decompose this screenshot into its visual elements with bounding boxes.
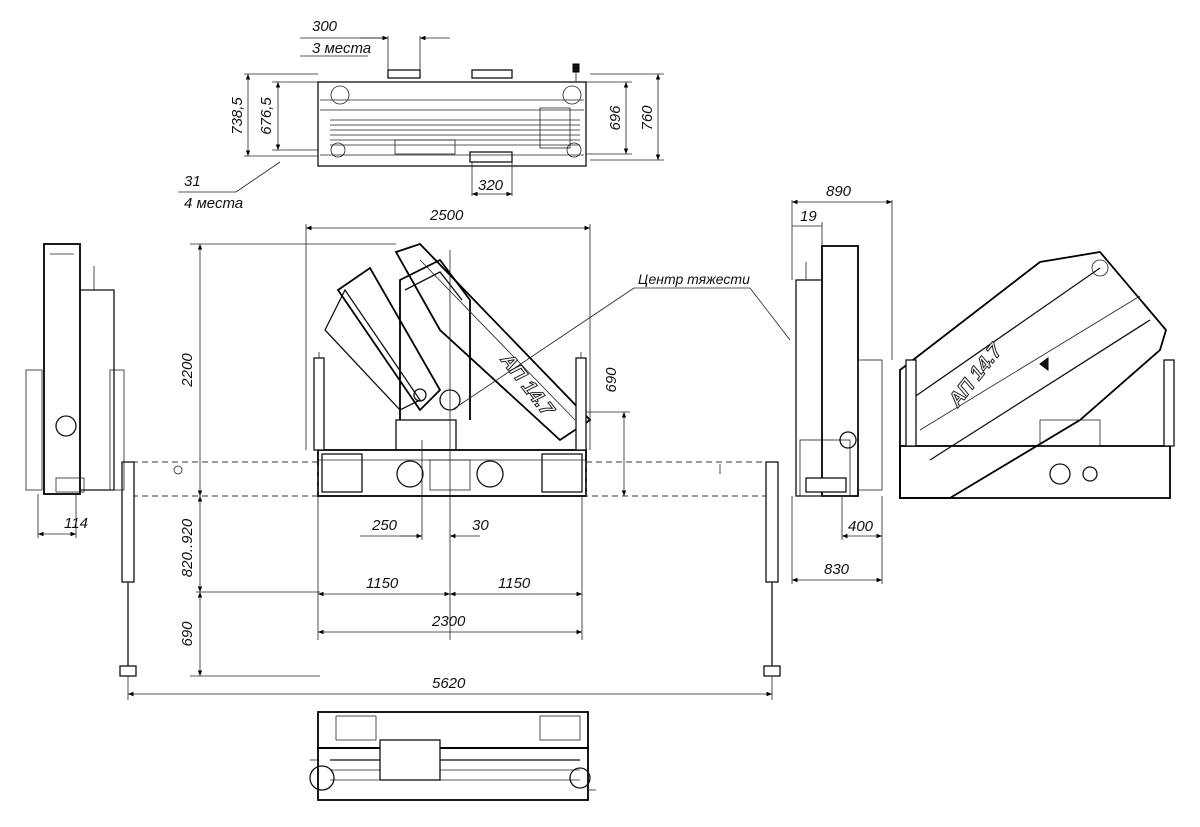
dim-760: 760 — [639, 105, 656, 131]
dim-4-places: 4 места — [184, 195, 243, 212]
dim-114: 114 — [64, 515, 88, 532]
dim-690-upper: 690 — [603, 367, 620, 393]
far-right-side-view: АП 14.7 — [899, 251, 1175, 499]
dim-31: 31 — [184, 173, 201, 190]
dim-1150-right: 1150 — [498, 575, 531, 592]
center-of-gravity-label: Центр тяжести — [638, 271, 750, 287]
dim-2500: 2500 — [429, 207, 464, 224]
dim-2200: 2200 — [179, 353, 196, 388]
dim-820-920: 820..920 — [179, 518, 196, 577]
right-side-view-dimensions: 890 19 400 830 — [791, 183, 893, 584]
top-view-dimensions: 300 3 места 738,5 676,5 696 760 31 4 мес… — [178, 18, 664, 212]
dim-2300: 2300 — [431, 613, 466, 630]
dim-1150-left: 1150 — [366, 575, 399, 592]
dim-830: 830 — [824, 561, 850, 578]
dim-320: 320 — [478, 177, 504, 194]
dim-300: 300 — [312, 18, 338, 35]
right-side-view — [795, 245, 883, 497]
dim-19: 19 — [800, 208, 817, 225]
dim-30: 30 — [472, 517, 489, 534]
model-label-side: АП 14.7 — [944, 339, 1007, 411]
dim-676-5: 676,5 — [258, 97, 275, 135]
dim-890: 890 — [826, 183, 852, 200]
left-side-view: 114 — [25, 243, 125, 538]
bottom-view — [309, 711, 596, 801]
dim-738-5: 738,5 — [229, 97, 246, 135]
dim-250: 250 — [371, 517, 398, 534]
dim-696: 696 — [607, 105, 624, 131]
dim-400: 400 — [848, 518, 874, 535]
dim-690-lower: 690 — [179, 621, 196, 647]
top-view — [317, 63, 587, 167]
dim-5620: 5620 — [432, 675, 466, 692]
front-view-dimensions: 2500 2200 820..920 690 690 250 30 1150 1… — [127, 207, 791, 700]
dim-3-places: 3 места — [312, 40, 371, 57]
